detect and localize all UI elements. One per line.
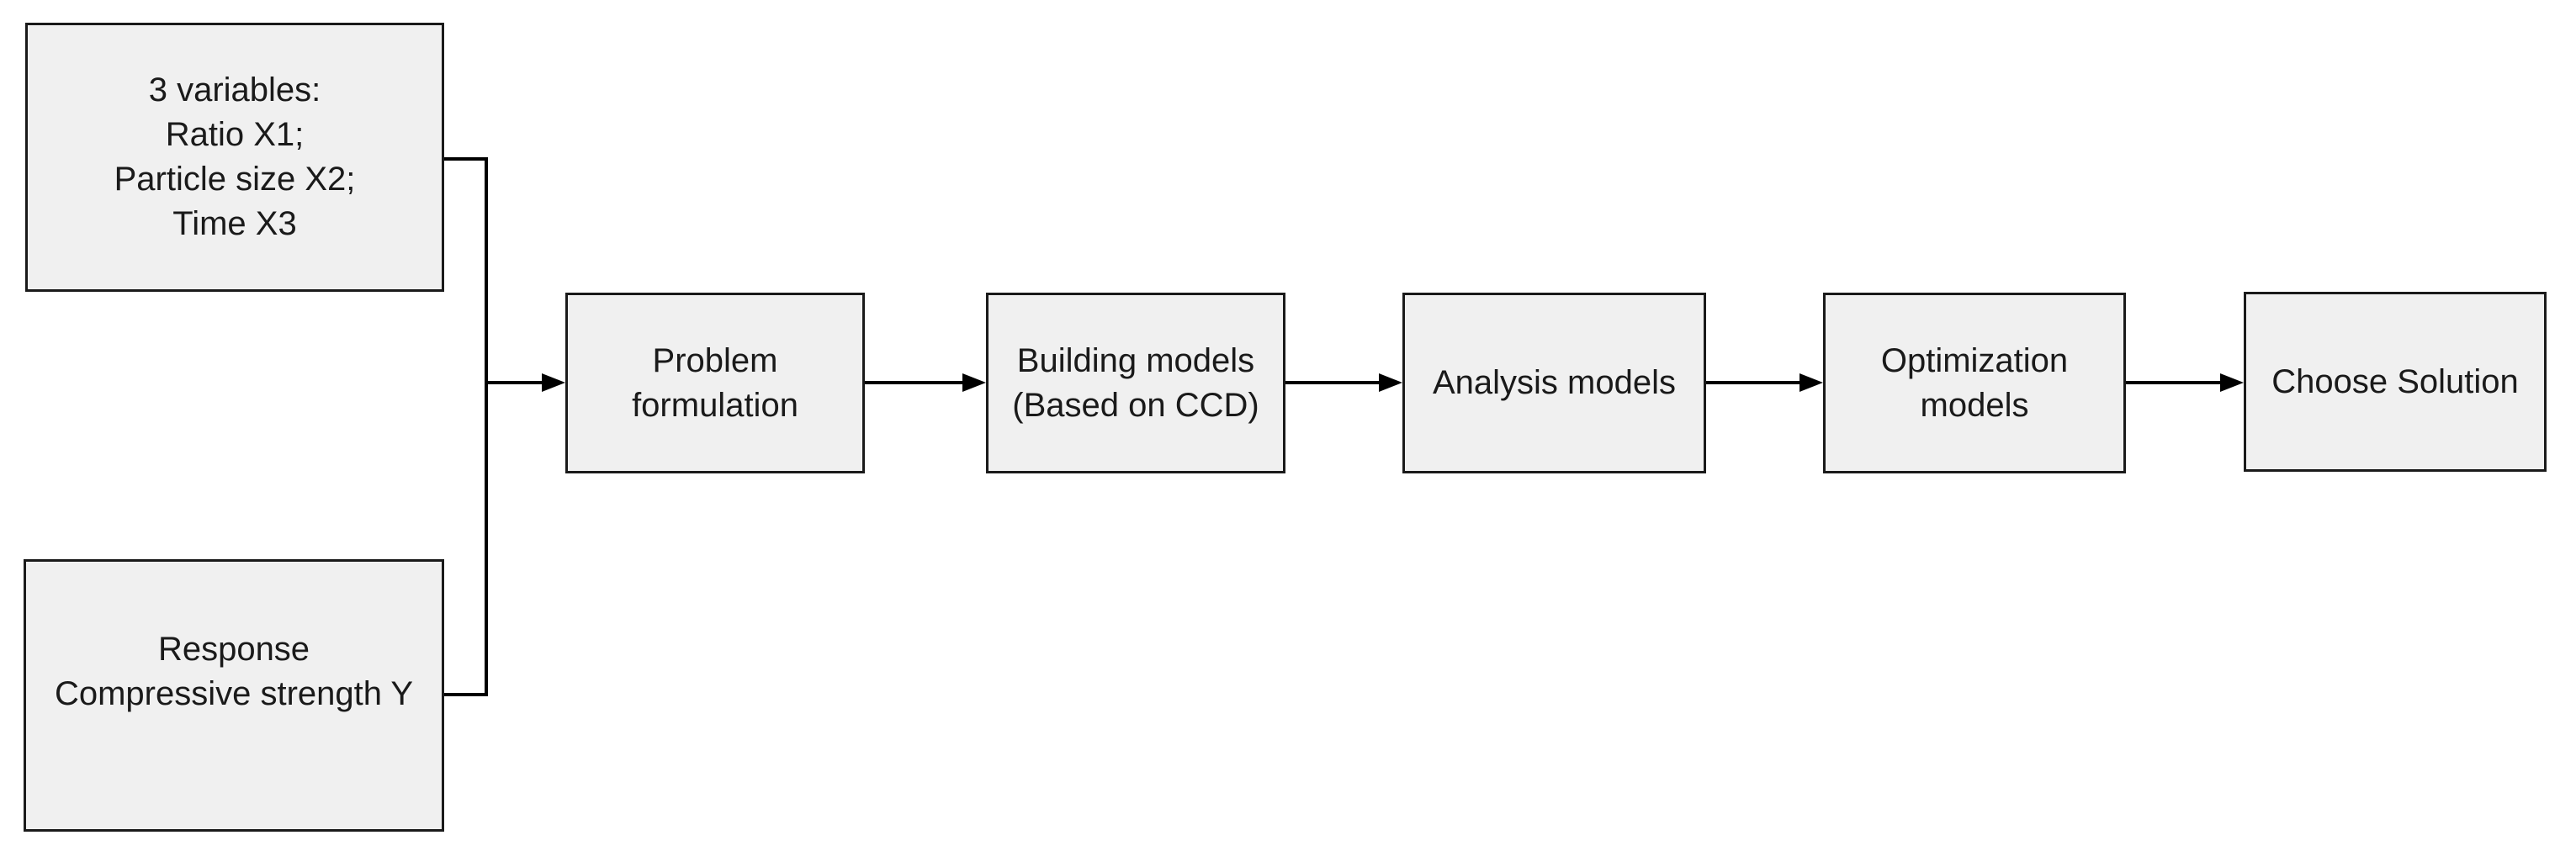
arrowhead-icon [1379,373,1402,392]
node-label: Problem formulation [632,341,798,424]
node-inputs-variables: 3 variables: Ratio X1; Particle size X2;… [25,23,444,292]
node-analysis-models: Analysis models [1402,293,1706,473]
arrowhead-icon [2220,373,2244,392]
node-label: 3 variables: Ratio X1; Particle size X2;… [114,71,356,242]
merge-bracket-line [444,157,488,696]
node-label: Optimization models [1880,341,2069,424]
node-choose-solution: Choose Solution [2244,292,2547,472]
node-problem-formulation: Problem formulation [565,293,865,473]
arrowhead-icon [962,373,986,392]
arrowhead-icon [542,373,565,392]
node-label: Response Compressive strength Y [54,631,414,712]
node-response: Response Compressive strength Y [24,559,444,832]
node-optimization-models: Optimization models [1823,293,2126,473]
node-label: Choose Solution [2271,362,2519,400]
node-building-models: Building models (Based on CCD) [986,293,1285,473]
arrowhead-icon [1799,373,1823,392]
node-label: Analysis models [1432,364,1676,401]
node-label: Building models (Based on CCD) [1012,341,1259,424]
